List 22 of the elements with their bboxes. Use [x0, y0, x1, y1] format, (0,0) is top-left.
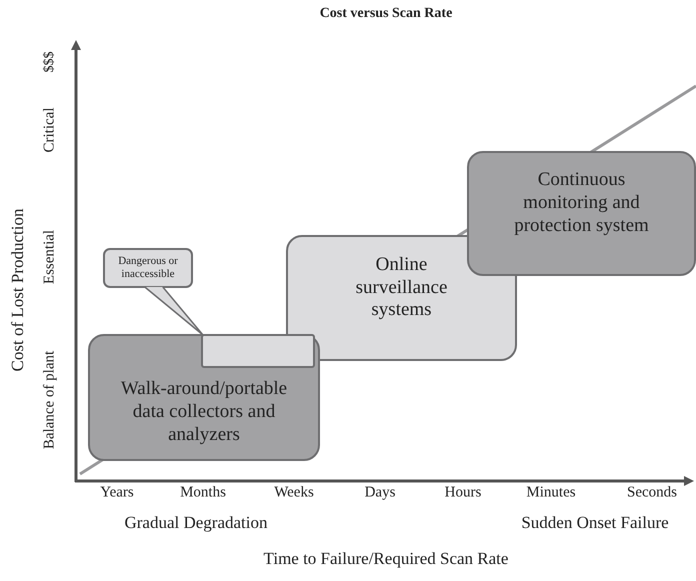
process-box: Walk-around/portable data collectors and analyzers [88, 334, 320, 461]
process-box: Continuous monitoring and protection system [467, 151, 696, 276]
process-box: Online surveillance systems [286, 235, 517, 361]
axis-tick-label: Balance of plant [42, 350, 58, 450]
speech-callout: Dangerous or inaccessible [103, 248, 193, 288]
axis-title: Time to Failure/Required Scan Rate [264, 549, 508, 569]
axis-tick-label: Essential [42, 230, 58, 284]
callout-tail [144, 286, 204, 336]
axis-tick-label: Years [100, 484, 134, 502]
axis-tick-label: Critical [42, 108, 58, 152]
axis-label: $$$ [42, 52, 58, 72]
axis-tick-label: Hours [444, 484, 482, 502]
axis-tick-label: Minutes [526, 484, 576, 502]
axis-tick-label: Months [180, 484, 226, 502]
axis-tick-label: Seconds [627, 484, 677, 502]
axis-tick-label: Weeks [274, 484, 314, 502]
axis-title: Cost of Lost Production [8, 208, 28, 372]
overlap-box [201, 334, 315, 368]
axis-note: Sudden Onset Failure [521, 513, 669, 533]
axis-tick-label: Days [364, 484, 396, 502]
axis-note: Gradual Degradation [124, 513, 268, 533]
chart-title: Cost versus Scan Rate [318, 6, 454, 22]
